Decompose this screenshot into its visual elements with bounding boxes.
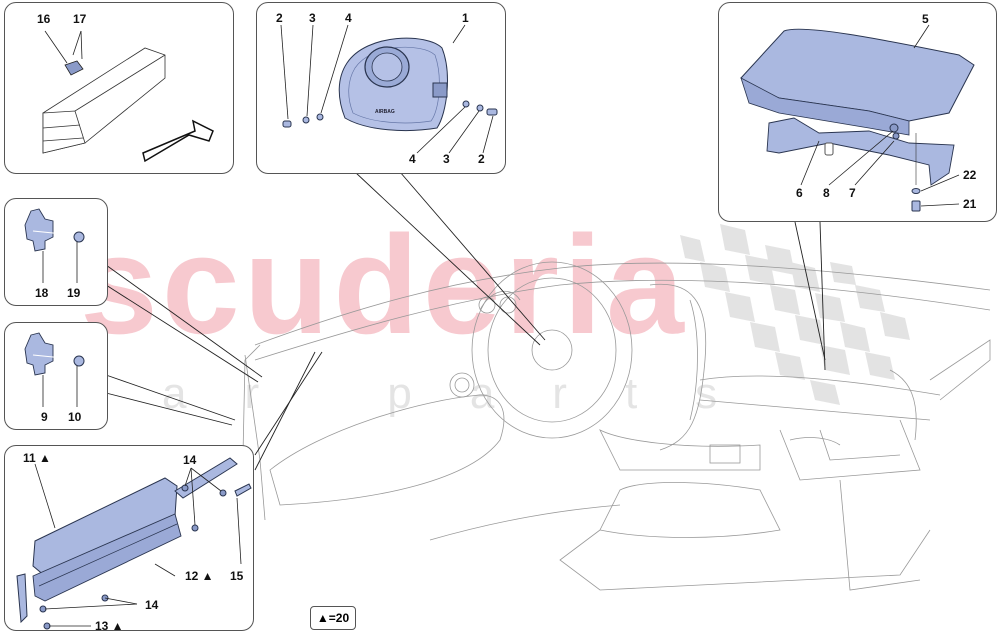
callout-16: 16 [37, 12, 51, 26]
callout-7: 7 [849, 186, 856, 200]
callout-9: 9 [41, 410, 48, 424]
airbag-text: AIRBAG [375, 109, 395, 115]
callout-4: 4 [345, 11, 352, 25]
callout-21: 21 [963, 197, 977, 211]
callout-2: 2 [276, 11, 283, 25]
legend-text: =20 [328, 611, 350, 625]
panel-sensor-18-19: 18 19 [4, 198, 108, 306]
callout-11: 11 ▲ [23, 451, 51, 465]
panel-sensor-9-10: 9 10 [4, 322, 108, 430]
panel-passenger-airbag: 5 6 8 7 22 21 [718, 2, 997, 222]
callout-13: 13 ▲ [95, 619, 124, 633]
callout-14b: 14 [145, 598, 159, 612]
callout-12: 12 ▲ [185, 569, 214, 583]
callout-3: 3 [309, 11, 316, 25]
triangle-icon: ▲ [316, 611, 329, 625]
knee-airbag-drawing [16, 457, 252, 630]
callout-1: 1 [462, 11, 469, 25]
panel-side-curtain-bracket: 16 17 [4, 2, 234, 174]
callout-2b: 2 [478, 152, 485, 166]
passenger-airbag-drawing [740, 24, 975, 212]
callout-4b: 4 [409, 152, 416, 166]
legend-box: ▲=20 [310, 606, 356, 630]
callout-18: 18 [35, 286, 49, 300]
callout-3b: 3 [443, 152, 450, 166]
callout-19: 19 [67, 286, 81, 300]
steering-airbag-drawing: AIRBAG [280, 24, 498, 154]
curtain-bracket-drawing [42, 30, 214, 163]
callout-15: 15 [230, 569, 244, 583]
panel-steering-airbag: AIRBAG 2 3 4 1 4 3 2 [256, 2, 506, 174]
callout-8: 8 [823, 186, 830, 200]
sensor-drawing [24, 208, 85, 283]
callout-5: 5 [922, 12, 929, 26]
callout-10: 10 [68, 410, 82, 424]
callout-14: 14 [183, 453, 197, 467]
checker-flag-watermark [680, 224, 910, 405]
callout-22: 22 [963, 168, 977, 182]
sensor-drawing [24, 332, 85, 407]
callout-17: 17 [73, 12, 87, 26]
callout-6: 6 [796, 186, 803, 200]
panel-knee-airbag: 11 ▲ 14 12 ▲ 15 14 13 ▲ [4, 445, 254, 633]
